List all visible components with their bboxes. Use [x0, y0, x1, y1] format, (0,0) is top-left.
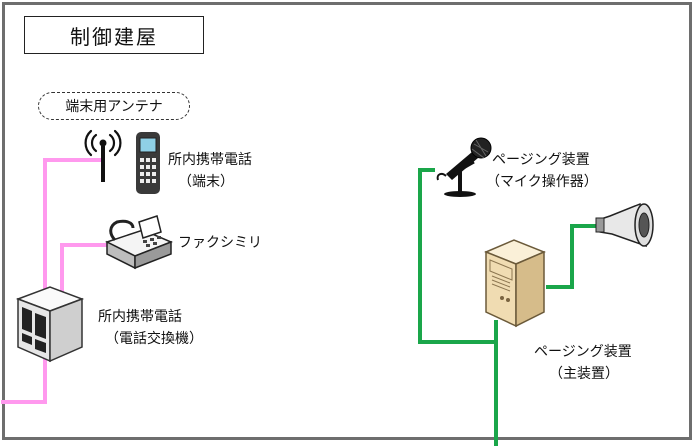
- fax-label: ファクシミリ: [178, 235, 262, 251]
- paging-speaker-line: [546, 224, 600, 289]
- paging-mic-line: [418, 168, 498, 344]
- handset-label-2: （端末）: [178, 174, 234, 190]
- paging-main-label-1: ページング装置: [534, 344, 632, 360]
- exchange-label-2: （電話交換機）: [105, 331, 203, 347]
- antenna-icon: [84, 129, 122, 182]
- microphone-icon: [436, 137, 492, 197]
- handset-label-1: 所内携帯電話: [168, 152, 252, 168]
- phone-exchange-icon: [15, 286, 85, 363]
- phone-trunk-line: [1, 158, 47, 404]
- paging-main-label-2: （主装置）: [549, 366, 619, 382]
- phone-network-lines: [1, 158, 114, 404]
- paging-network-lines: [418, 168, 600, 446]
- building-title: 制御建屋: [24, 16, 204, 54]
- exchange-label-1: 所内携帯電話: [98, 309, 182, 325]
- phone-fax-branch: [60, 243, 114, 292]
- fax-icon: [105, 215, 173, 270]
- antenna-label: 端末用アンテナ: [38, 92, 190, 120]
- paging-mic-label-2: （マイク操作器）: [486, 174, 598, 190]
- paging-mic-label-1: ページング装置: [492, 152, 590, 168]
- paging-main-unit-icon: [484, 239, 546, 328]
- horn-speaker-icon: [595, 202, 654, 248]
- handset-icon: [136, 132, 160, 194]
- building-frame: [2, 2, 692, 440]
